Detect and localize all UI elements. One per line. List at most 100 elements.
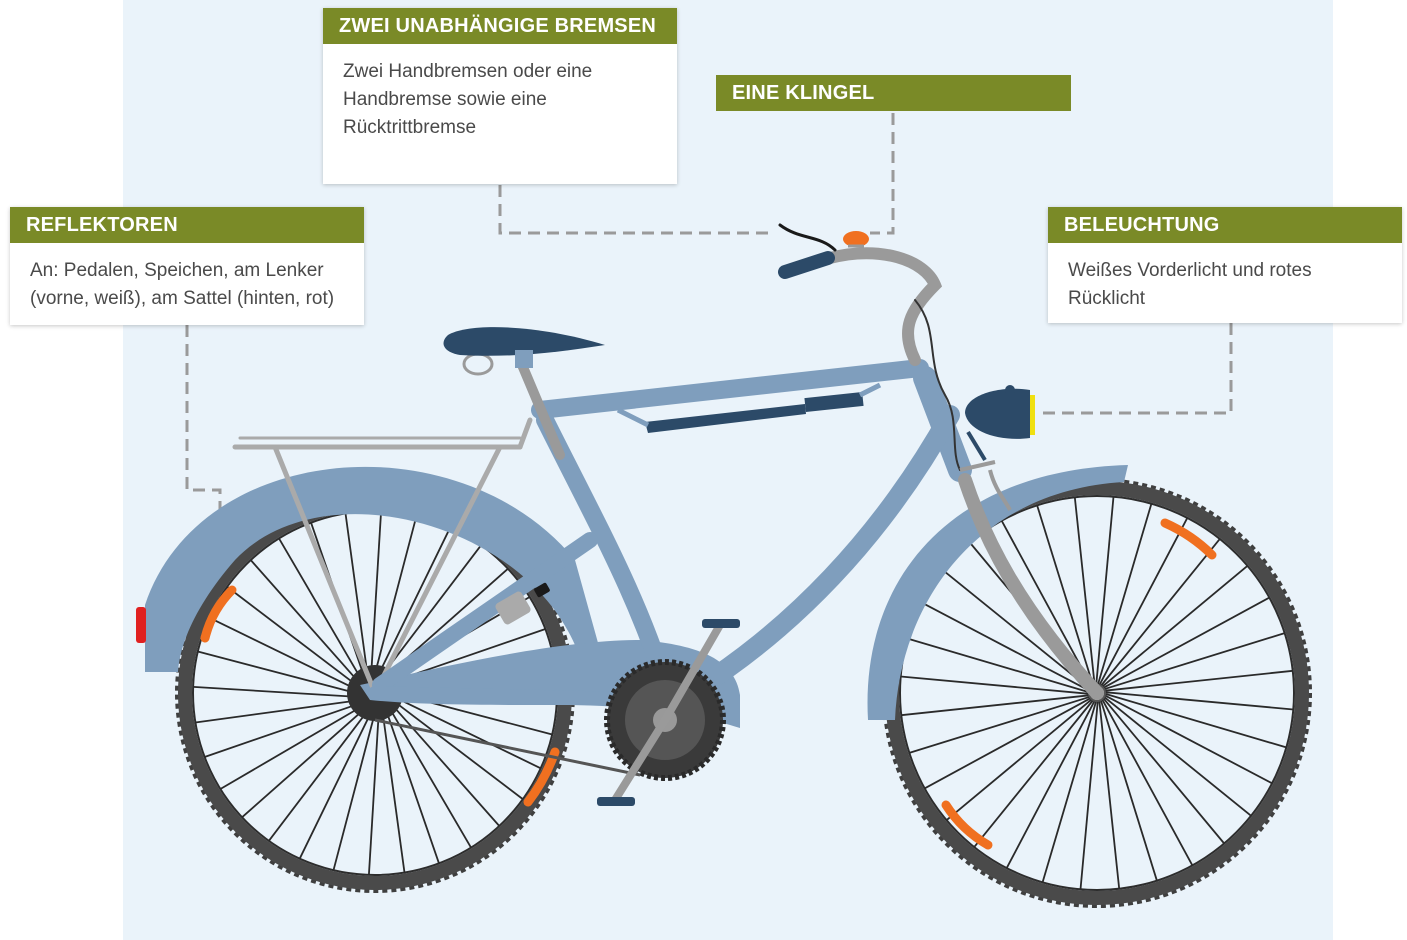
callout-brakes-text: Zwei Handbremsen oder eine Handbremse so… [323, 44, 677, 142]
callout-bell: EINE KLINGEL [716, 75, 1071, 113]
spoke [268, 714, 366, 842]
spoke [370, 511, 382, 670]
callout-lighting-text: Weißes Vorderlicht und rotes Rücklicht [1048, 243, 1402, 313]
spoke [195, 700, 353, 724]
spoke [1102, 697, 1225, 845]
spoke [1098, 700, 1121, 889]
callout-reflectors: REFLEKTOREN An: Pedalen, Speichen, am Le… [10, 207, 364, 325]
spoke [901, 694, 1090, 717]
rear-rack [232, 417, 533, 696]
spoke [1104, 694, 1273, 785]
spoke [921, 601, 1090, 692]
spoke [1036, 505, 1095, 687]
callout-lighting: BELEUCHTUNG Weißes Vorderlicht und rotes… [1048, 207, 1402, 323]
spoke [384, 544, 482, 672]
callout-lighting-line: Rücklicht [1068, 288, 1146, 309]
spoke [208, 616, 353, 688]
spoke [1098, 517, 1189, 686]
spoke [397, 698, 542, 770]
spoke [1104, 691, 1294, 711]
callout-brakes-title: ZWEI UNABHÄNGIGE BREMSEN [323, 8, 677, 44]
spoke [942, 569, 1091, 690]
front-brake [959, 460, 1012, 511]
spoke [226, 586, 354, 684]
spoke [386, 713, 440, 864]
spoke [1102, 596, 1270, 689]
handlebar-assembly [778, 223, 961, 471]
spoke [1100, 538, 1221, 687]
cranks [611, 621, 724, 804]
callout-reflectors-text: An: Pedalen, Speichen, am Lenker (vorne,… [10, 243, 364, 313]
frame-lock [495, 582, 550, 625]
bicycle-pump [616, 382, 882, 433]
callout-reflectors-line: (vorne, weiß), am Sattel (hinten, rot) [30, 288, 335, 309]
callout-reflectors-line: An: Pedalen, Speichen, am Lenker [30, 260, 324, 281]
spoke [250, 559, 357, 680]
spoke [375, 515, 418, 670]
rear-fender [145, 466, 600, 672]
spoke [241, 711, 362, 818]
spoke [380, 526, 452, 671]
spoke [909, 695, 1091, 754]
spoke [390, 710, 472, 849]
chain [374, 718, 641, 777]
spoke [1041, 700, 1098, 883]
front-fork [958, 473, 1104, 700]
bell [843, 231, 869, 247]
spoke [1073, 497, 1096, 686]
pedal-top [702, 619, 740, 628]
leader-line-brakes [498, 185, 775, 235]
spoke [1000, 520, 1093, 688]
callout-bell-title: EINE KLINGEL [716, 75, 1071, 111]
spoke [298, 715, 370, 860]
spoke [368, 716, 380, 875]
pedal-bottom [597, 797, 635, 806]
headlight [965, 385, 1035, 462]
spoke [973, 699, 1094, 848]
spoke [1096, 503, 1153, 686]
bicycle-frame [368, 359, 972, 709]
callout-brakes: ZWEI UNABHÄNGIGE BREMSEN Zwei Handbremse… [323, 8, 677, 184]
tail-light-red [136, 607, 146, 643]
front-fender [867, 465, 1128, 720]
spoke [1103, 696, 1252, 817]
front-spoke-reflector-bottom [941, 800, 993, 850]
callout-lighting-line: Weißes Vorderlicht und rotes [1068, 260, 1312, 281]
rear-spoke-reflector-top [200, 585, 237, 643]
spoke [197, 650, 352, 693]
spoke [193, 686, 352, 698]
leader-line-lighting [1040, 323, 1233, 415]
spoke [1079, 700, 1099, 890]
spoke [1104, 669, 1293, 692]
spoke [945, 698, 1093, 821]
spoke [219, 708, 358, 790]
spoke [344, 513, 368, 671]
seat-assembly [443, 327, 605, 460]
front-spokes [900, 496, 1294, 890]
spoke [204, 704, 355, 758]
spoke [1095, 496, 1115, 686]
spoke [1099, 699, 1158, 881]
spoke [382, 715, 406, 873]
spoke [1104, 692, 1287, 749]
spoke [396, 702, 524, 800]
callout-brakes-line: Rücktrittbremse [343, 117, 477, 138]
callout-reflectors-title: REFLEKTOREN [10, 207, 364, 243]
leader-line-bell [870, 113, 895, 235]
spoke [924, 697, 1092, 790]
spoke [332, 716, 375, 871]
callout-brakes-line: Zwei Handbremsen oder eine [343, 61, 593, 82]
spoke [1103, 632, 1285, 691]
spoke [1101, 565, 1249, 688]
spoke [900, 675, 1090, 695]
spoke [278, 537, 360, 676]
spoke [907, 637, 1090, 694]
spoke [1101, 698, 1194, 866]
spoke [393, 706, 500, 827]
leader-lines [185, 113, 1233, 590]
callout-lighting-title: BELEUCHTUNG [1048, 207, 1402, 243]
front-spoke-reflector-top [1160, 518, 1217, 560]
callout-brakes-line: Handbremse sowie eine [343, 89, 547, 110]
spoke [1005, 700, 1096, 869]
